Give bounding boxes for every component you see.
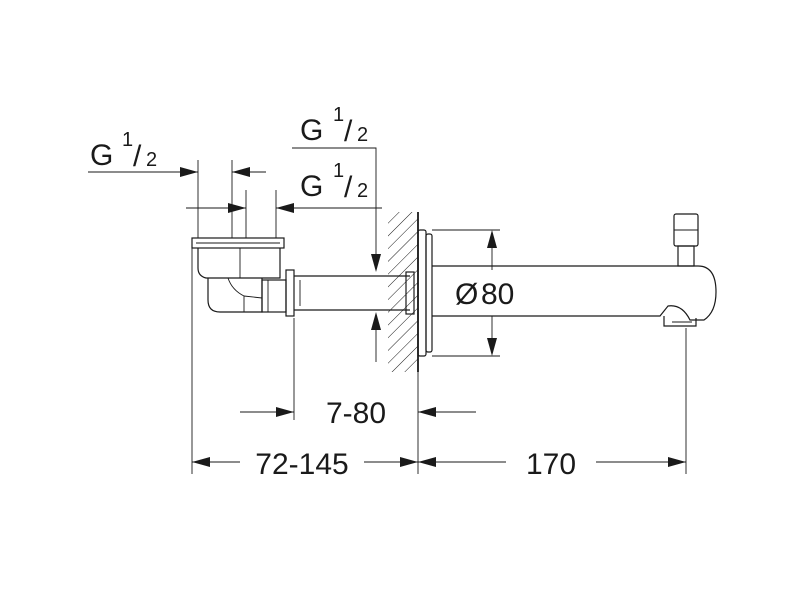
wall-offset-dimension: 7-80: [240, 397, 476, 430]
thread-label-mid: G 1 / 2: [186, 160, 382, 213]
thread-prefix: G: [300, 114, 323, 147]
rosette: [417, 229, 433, 357]
thread-slash: /: [344, 115, 353, 148]
thread-prefix: G: [300, 170, 323, 203]
thread-slash: /: [133, 140, 142, 173]
extension-lines: [191, 160, 687, 474]
wall-offset-value: 7-80: [326, 397, 386, 430]
diameter-symbol: Ø: [455, 278, 478, 311]
spout: [432, 213, 717, 327]
thread-numerator: 1: [333, 104, 344, 126]
diameter-value: 80: [481, 278, 514, 311]
thread-denominator: 2: [357, 124, 368, 146]
diameter-dimension: Ø 80: [455, 230, 514, 356]
spout-reach-value: 170: [526, 448, 576, 481]
bottom-dimension-chain: 72-145 170: [192, 448, 686, 481]
thread-numerator: 1: [122, 129, 133, 151]
thread-label-top: G 1 / 2: [292, 104, 381, 362]
thread-slash: /: [344, 171, 353, 204]
body-length-value: 72-145: [255, 448, 348, 481]
valve-body: [191, 237, 295, 317]
thread-denominator: 2: [146, 149, 157, 171]
thread-numerator: 1: [333, 160, 344, 182]
thread-prefix: G: [90, 139, 113, 172]
thread-label-left: G 1 / 2: [88, 129, 266, 177]
thread-denominator: 2: [357, 180, 368, 202]
